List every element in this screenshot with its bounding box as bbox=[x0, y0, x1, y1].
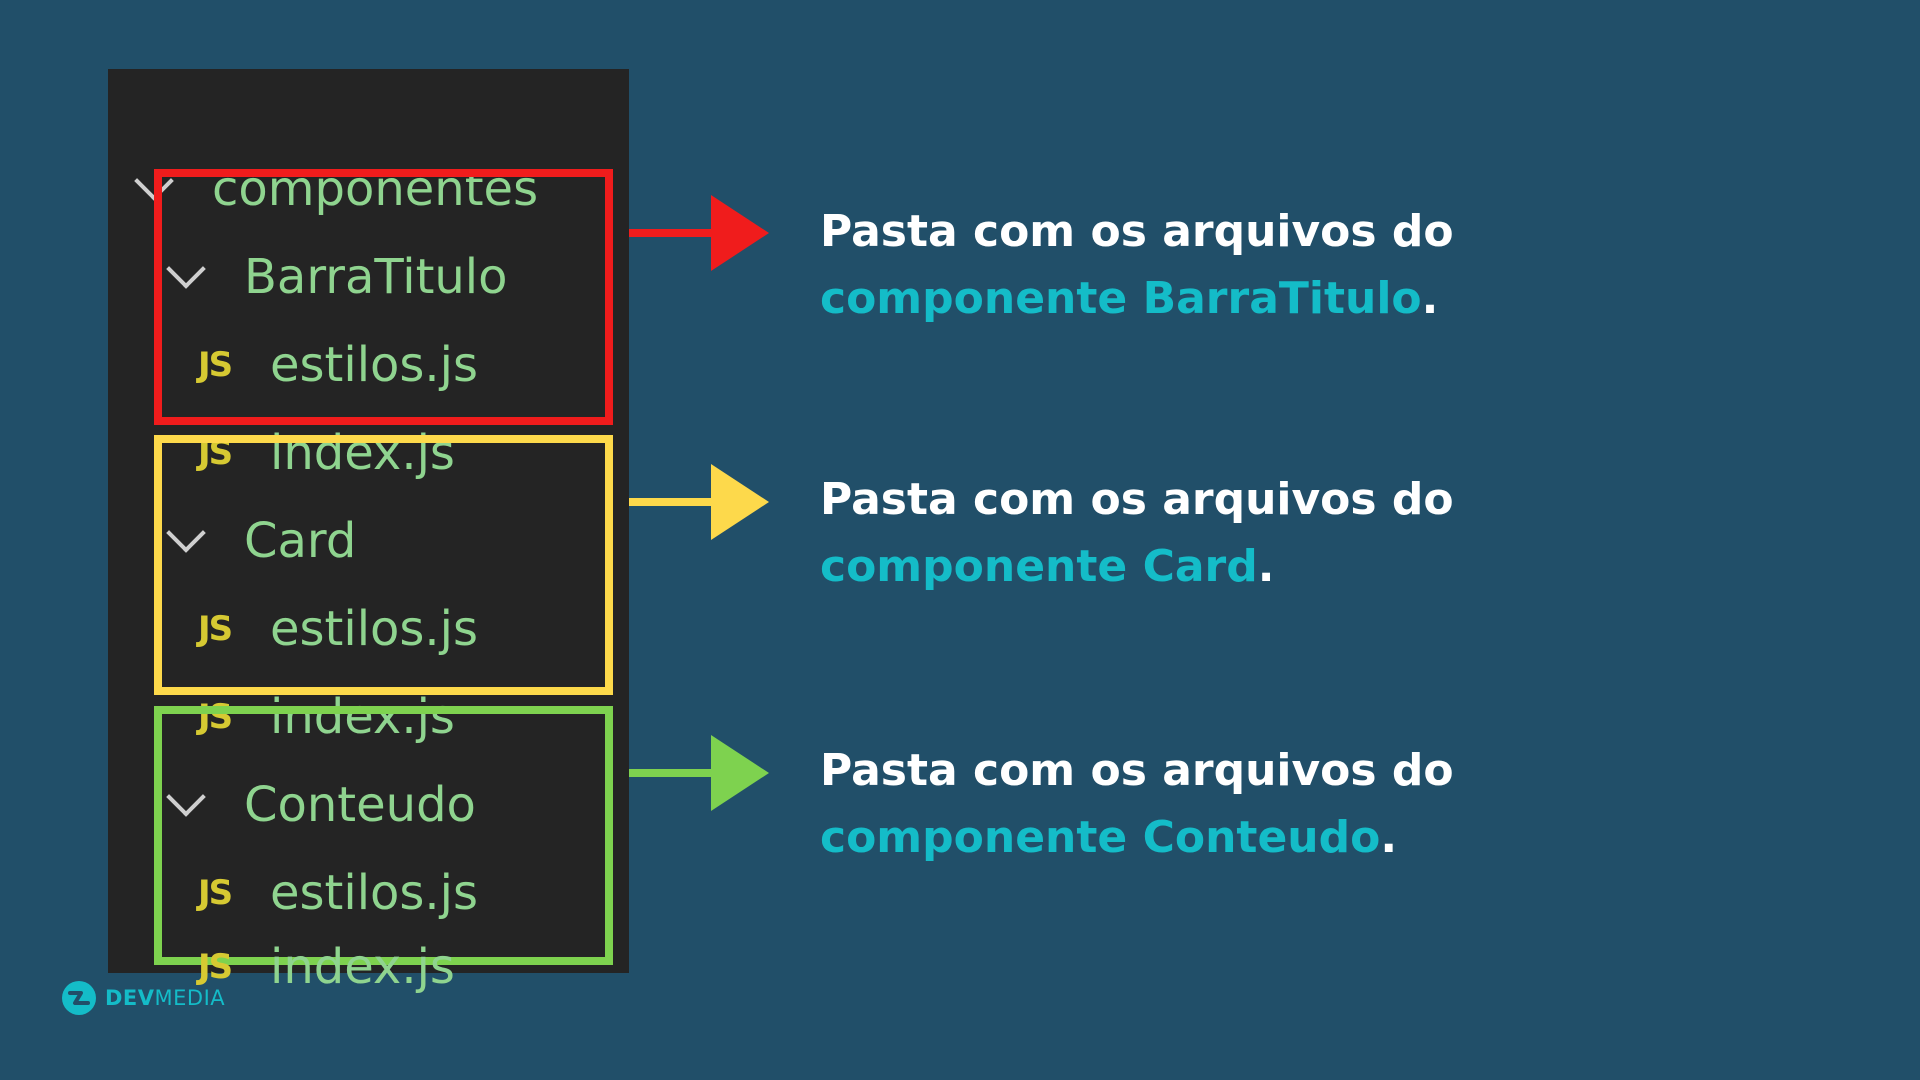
javascript-file-icon: JS bbox=[198, 609, 233, 649]
tree-folder-conteudo[interactable]: Conteudo bbox=[166, 761, 476, 849]
highlight-box-barratitulo bbox=[154, 169, 613, 425]
file-label: index.js bbox=[270, 425, 455, 481]
file-label: index.js bbox=[270, 689, 455, 745]
caption-line: componente Conteudo. bbox=[820, 804, 1860, 871]
caption-line: componente Card. bbox=[820, 533, 1860, 600]
caption-period: . bbox=[1380, 812, 1398, 863]
tree-file-index[interactable]: JS index.js bbox=[198, 937, 455, 997]
highlight-box-card bbox=[154, 435, 613, 695]
highlight-box-conteudo bbox=[154, 706, 613, 965]
folder-label: BarraTitulo bbox=[244, 249, 508, 305]
javascript-file-icon: JS bbox=[198, 697, 233, 737]
caption-conteudo: Pasta com os arquivos do componente Cont… bbox=[820, 737, 1860, 871]
devmedia-logo-icon bbox=[62, 981, 96, 1015]
tree-file-estilos[interactable]: JS estilos.js bbox=[198, 321, 478, 409]
devmedia-logo: DEVMEDIA bbox=[61, 980, 225, 1016]
tree-folder-card[interactable]: Card bbox=[166, 497, 357, 585]
tree-folder-barratitulo[interactable]: BarraTitulo bbox=[166, 233, 508, 321]
logo-text-bold: DEV bbox=[105, 986, 155, 1010]
caption-line: Pasta com os arquivos do bbox=[820, 745, 1454, 796]
javascript-file-icon: JS bbox=[198, 345, 233, 385]
caption-line: componente BarraTitulo. bbox=[820, 265, 1860, 332]
chevron-down-icon[interactable] bbox=[166, 513, 206, 553]
caption-accent: componente Card bbox=[820, 541, 1258, 592]
caption-accent: componente BarraTitulo bbox=[820, 273, 1422, 324]
chevron-down-icon[interactable] bbox=[166, 249, 206, 289]
file-label: estilos.js bbox=[270, 865, 479, 921]
javascript-file-icon: JS bbox=[198, 873, 233, 913]
folder-label: Card bbox=[244, 513, 357, 569]
tree-file-estilos[interactable]: JS estilos.js bbox=[198, 849, 478, 937]
logo-text: DEVMEDIA bbox=[105, 986, 225, 1010]
folder-label: Conteudo bbox=[244, 777, 476, 833]
caption-period: . bbox=[1421, 273, 1439, 324]
arrow-right-icon bbox=[629, 464, 769, 540]
chevron-down-icon[interactable] bbox=[166, 777, 206, 817]
caption-card: Pasta com os arquivos do componente Card… bbox=[820, 466, 1860, 600]
file-label: estilos.js bbox=[270, 601, 479, 657]
file-label: estilos.js bbox=[270, 337, 479, 393]
caption-line: Pasta com os arquivos do bbox=[820, 474, 1454, 525]
logo-text-light: MEDIA bbox=[154, 986, 226, 1010]
caption-period: . bbox=[1257, 541, 1275, 592]
tree-file-index[interactable]: JS index.js bbox=[198, 673, 455, 761]
javascript-file-icon: JS bbox=[198, 947, 233, 987]
caption-line: Pasta com os arquivos do bbox=[820, 206, 1454, 257]
file-explorer-panel: componentes BarraTitulo JS estilos.js JS… bbox=[108, 69, 629, 995]
caption-accent: componente Conteudo bbox=[820, 812, 1381, 863]
tree-file-estilos[interactable]: JS estilos.js bbox=[198, 585, 478, 673]
file-label: index.js bbox=[270, 939, 455, 995]
arrow-right-icon bbox=[629, 195, 769, 271]
arrow-right-icon bbox=[629, 735, 769, 811]
caption-barratitulo: Pasta com os arquivos do componente Barr… bbox=[820, 198, 1860, 332]
